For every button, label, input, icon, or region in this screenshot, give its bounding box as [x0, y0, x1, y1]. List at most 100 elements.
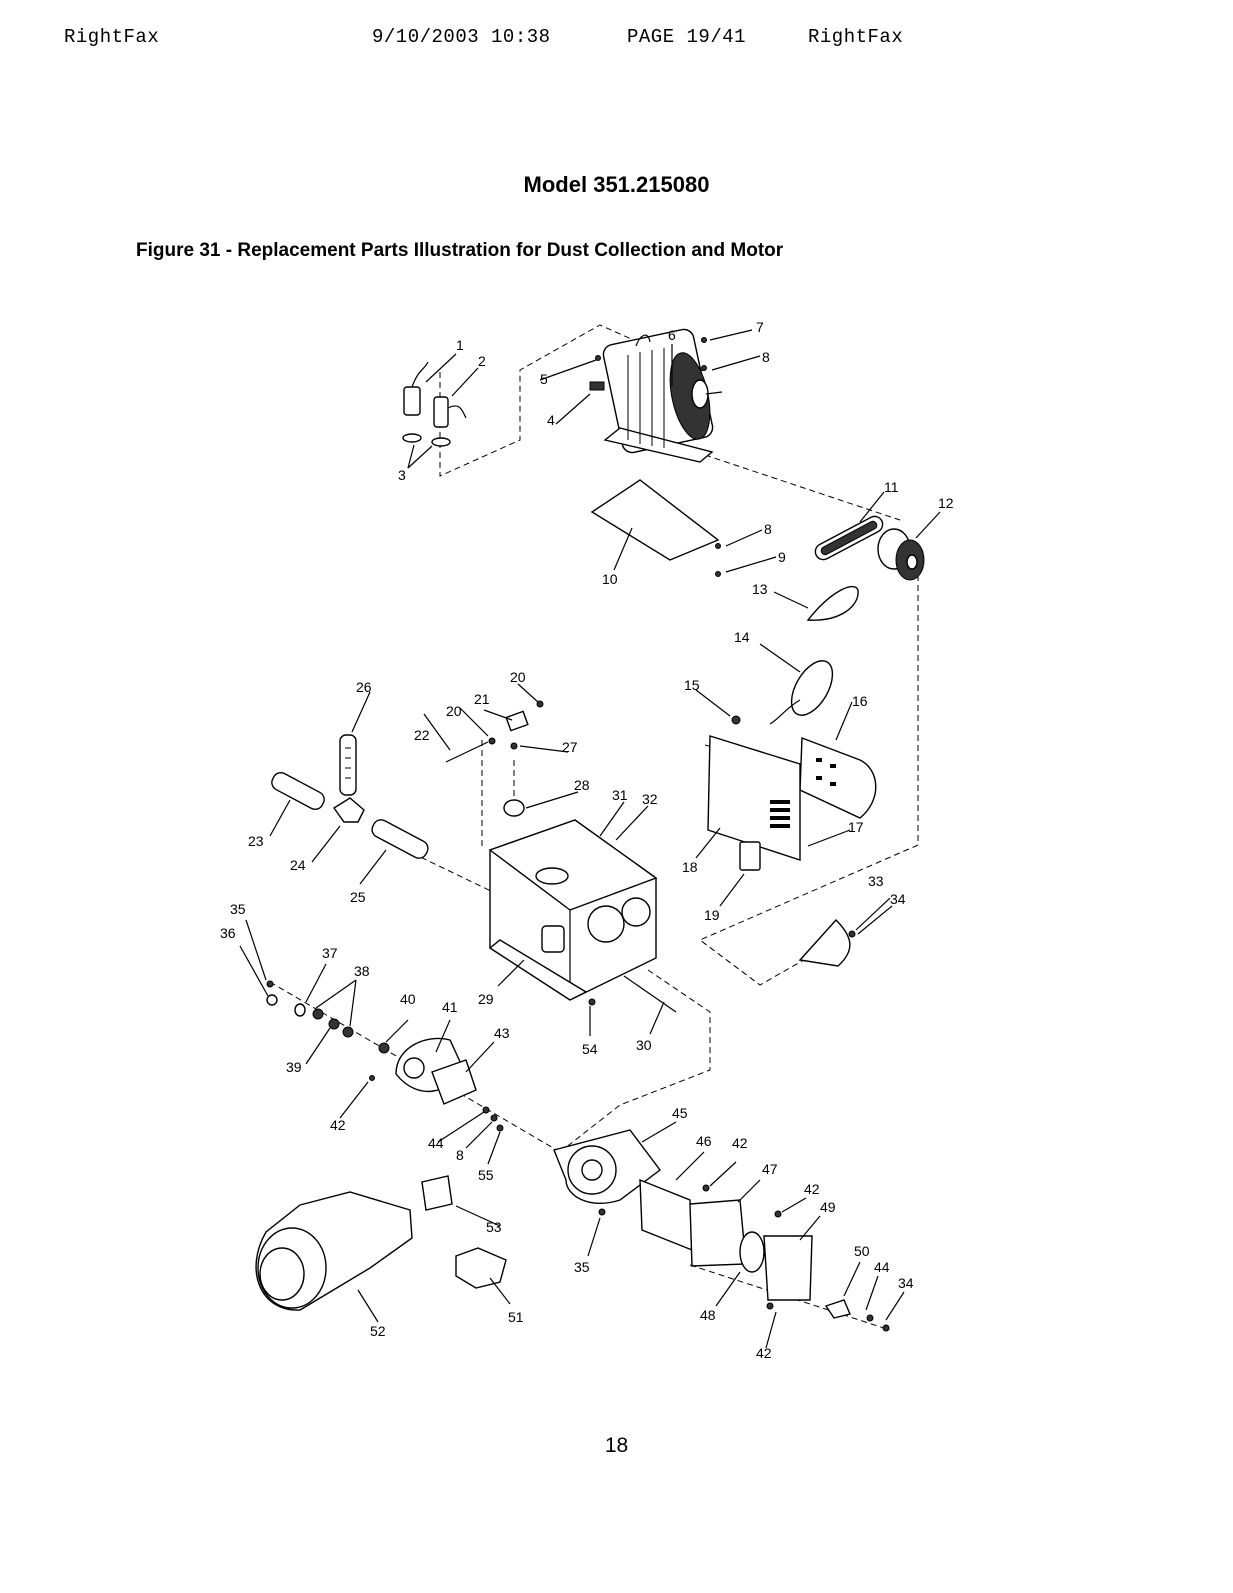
callout-41: 41	[442, 999, 458, 1015]
hose-adapter	[455, 1247, 507, 1289]
callout-51: 51	[508, 1309, 524, 1325]
motor-mount-plate	[590, 479, 720, 561]
callout-32: 32	[642, 791, 658, 807]
assembly-line-motor-belt	[704, 454, 901, 521]
callout-37: 37	[322, 945, 338, 961]
belt-and-pulley	[814, 515, 925, 581]
callout-35-blower: 35	[574, 1259, 590, 1275]
assembly-line-blower	[559, 969, 711, 1153]
fax-page: PAGE 19/41	[627, 26, 747, 48]
callout-38: 38	[354, 963, 370, 979]
callout-25: 25	[350, 889, 366, 905]
callout-27: 27	[562, 739, 578, 755]
callout-48: 48	[700, 1307, 716, 1323]
hardware-20-28	[445, 700, 544, 850]
fax-sender: RightFax	[64, 26, 160, 48]
callout-34-blower: 34	[898, 1275, 914, 1291]
callout-50: 50	[854, 1243, 870, 1259]
callout-35-base: 35	[230, 901, 246, 917]
callout-28: 28	[574, 777, 590, 793]
bag-adapter	[421, 1175, 453, 1211]
callout-10: 10	[602, 571, 618, 587]
callout-46: 46	[696, 1133, 712, 1149]
callout-33: 33	[868, 873, 884, 889]
callout-36: 36	[220, 925, 236, 941]
callout-29: 29	[478, 991, 494, 1007]
callout-12: 12	[938, 495, 954, 511]
callout-17: 17	[848, 819, 864, 835]
model-title: Model 351.215080	[523, 172, 710, 197]
callout-39: 39	[286, 1059, 302, 1075]
callout-2: 2	[478, 353, 486, 369]
callout-44-blower: 44	[874, 1259, 890, 1275]
callout-30: 30	[636, 1037, 652, 1053]
fax-header: RightFax 9/10/2003 10:38 PAGE 19/41 Righ…	[0, 26, 1233, 50]
callout-13: 13	[752, 581, 768, 597]
pulley-cover	[798, 918, 851, 967]
parts-diagram: 1 2 3 4 5 6 7 8 8 9 10 11 12 13 14 15 16…	[0, 290, 1233, 1390]
callout-42-plate: 42	[804, 1181, 820, 1197]
callout-55: 55	[478, 1167, 494, 1183]
callout-26: 26	[356, 679, 372, 695]
callout-24: 24	[290, 857, 306, 873]
callout-9: 9	[778, 549, 786, 565]
motor	[589, 328, 723, 463]
callout-49: 49	[820, 1199, 836, 1215]
callout-53: 53	[486, 1219, 502, 1235]
callout-19: 19	[704, 907, 720, 923]
hardware-35-39	[266, 980, 375, 1081]
callout-14: 14	[734, 629, 750, 645]
blower-assembly	[553, 1129, 890, 1332]
belt-guard	[806, 585, 859, 621]
dust-collector-base	[488, 819, 658, 1001]
callout-42-impeller: 42	[330, 1117, 346, 1133]
callout-11: 11	[884, 479, 899, 495]
callout-34-cover: 34	[890, 891, 906, 907]
callout-23: 23	[248, 833, 264, 849]
dust-bag	[255, 1191, 413, 1311]
switch-box	[707, 735, 801, 871]
callout-45: 45	[672, 1105, 688, 1121]
callout-4: 4	[547, 412, 555, 428]
callout-3: 3	[398, 467, 406, 483]
callout-1: 1	[456, 337, 464, 353]
callout-20-right: 20	[510, 669, 526, 685]
callout-43: 43	[494, 1025, 510, 1041]
callout-54: 54	[582, 1041, 598, 1057]
fax-recipient: RightFax	[808, 26, 904, 48]
callout-8-impeller: 8	[456, 1147, 464, 1163]
callout-31: 31	[612, 787, 628, 803]
callout-6: 6	[668, 327, 676, 343]
callout-42-blower: 42	[732, 1135, 748, 1151]
power-cord	[769, 660, 834, 725]
callout-20-left: 20	[446, 703, 462, 719]
callout-7: 7	[756, 319, 764, 335]
figure-caption: Figure 31 - Replacement Parts Illustrati…	[136, 240, 784, 261]
impeller-assembly	[378, 1037, 477, 1105]
callout-8-plate: 8	[764, 521, 772, 537]
assembly-line-hose	[411, 852, 496, 894]
switch	[799, 737, 877, 819]
callout-44-impeller: 44	[428, 1135, 444, 1151]
assembly-line-impeller	[269, 981, 561, 1153]
dust-hoses	[271, 734, 429, 859]
assembly-line-capacitor	[439, 324, 706, 477]
page-number: 18	[604, 1434, 629, 1457]
callout-21: 21	[474, 691, 490, 707]
callout-42-bottom: 42	[756, 1345, 772, 1361]
exploded-view-illustration: 1 2 3 4 5 6 7 8 8 9 10 11 12 13 14 15 16…	[220, 319, 954, 1361]
callout-8-motor: 8	[762, 349, 770, 365]
callout-5: 5	[540, 371, 548, 387]
callout-16: 16	[852, 693, 868, 709]
callout-40: 40	[400, 991, 416, 1007]
assembly-line-cover	[699, 844, 919, 986]
callout-22: 22	[414, 727, 430, 743]
capacitor-parts	[402, 361, 467, 447]
callout-47: 47	[762, 1161, 778, 1177]
fax-datetime: 9/10/2003 10:38	[372, 26, 551, 48]
support-rod	[623, 975, 677, 1013]
callout-18: 18	[682, 859, 698, 875]
callout-52: 52	[370, 1323, 386, 1339]
callout-15: 15	[684, 677, 700, 693]
callout-labels: 1 2 3 4 5 6 7 8 8 9 10 11 12 13 14 15 16…	[220, 319, 954, 1361]
